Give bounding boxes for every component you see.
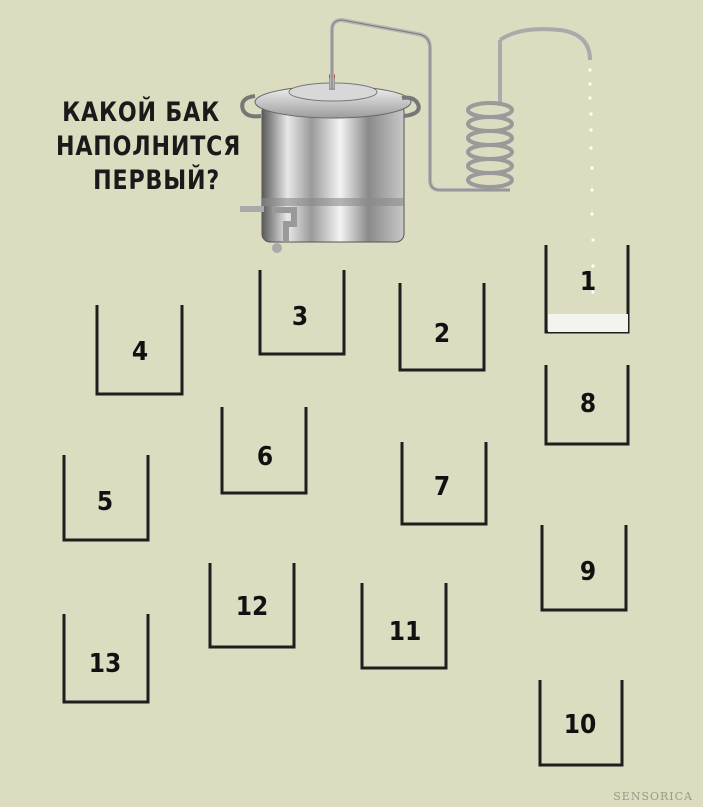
tank-5 <box>62 455 150 542</box>
pipe-inner-23 <box>446 648 540 762</box>
tank-label-7: 7 <box>434 472 450 502</box>
pipe-5 <box>482 370 546 386</box>
question-line-1: КАКОЙ БАК <box>62 97 220 128</box>
pipe-inner-21 <box>258 647 407 732</box>
pipe-inner-7 <box>40 318 97 686</box>
pipe-2 <box>344 298 400 332</box>
pipe-inner-10 <box>304 448 402 476</box>
tank-12 <box>208 563 296 649</box>
tank-3 <box>258 270 346 356</box>
pipe-inner-2 <box>344 298 400 332</box>
tank-label-2: 2 <box>434 319 450 349</box>
pipe-12 <box>622 402 662 732</box>
tank-label-9: 9 <box>580 557 596 587</box>
pipe-20 <box>114 647 254 722</box>
tank-9 <box>540 525 628 612</box>
pipe-3 <box>182 328 260 352</box>
tank-label-5: 5 <box>97 487 113 517</box>
tank-label-13: 13 <box>89 649 122 679</box>
pipe-inner-13 <box>518 428 546 532</box>
tank-label-12: 12 <box>236 592 269 622</box>
pipe-inner-5 <box>482 370 546 386</box>
tank-label-11: 11 <box>389 617 422 647</box>
liquid-fill <box>548 314 628 332</box>
pipe-22 <box>103 702 582 792</box>
pipe-19 <box>148 588 210 632</box>
tank-label-3: 3 <box>292 302 308 332</box>
tank-13 <box>62 614 150 704</box>
tank-6 <box>220 407 308 495</box>
tank-label-6: 6 <box>257 442 273 472</box>
pipe-inner-19 <box>148 588 210 632</box>
pipe-14 <box>598 578 642 625</box>
pipe-inner-14 <box>598 578 642 625</box>
pipe-21 <box>258 647 407 732</box>
pipe-inner-1 <box>484 298 546 352</box>
tank-10 <box>538 680 624 767</box>
pipe-inner-17 <box>446 596 540 682</box>
pipe-inner-22 <box>103 702 582 792</box>
pipe-inner-12 <box>622 402 662 732</box>
tank-7 <box>400 442 488 526</box>
question-title: КАКОЙ БАК НАПОЛНИТСЯ ПЕРВЫЙ? <box>56 96 242 198</box>
tank-label-1: 1 <box>580 267 596 297</box>
condenser-coil-icon <box>466 27 592 189</box>
pipe-inner-18 <box>294 598 362 622</box>
tank-8 <box>544 365 630 446</box>
watermark: SENSORICA <box>613 790 693 803</box>
tank-2 <box>398 283 486 372</box>
pipe-7 <box>40 318 97 686</box>
tank-11 <box>360 583 448 670</box>
pipe-inner-16 <box>622 608 650 717</box>
tank-4 <box>95 305 184 396</box>
pipe-16 <box>622 608 650 717</box>
tank-label-10: 10 <box>564 710 597 740</box>
pipe-17 <box>446 596 540 682</box>
pipe-1 <box>484 298 546 352</box>
pipe-23 <box>446 648 540 762</box>
question-line-3: ПЕРВЫЙ? <box>93 165 220 196</box>
pipe-inner-11 <box>486 416 546 502</box>
pipe-inner-9 <box>148 478 222 522</box>
pipe-13 <box>518 428 546 532</box>
pipe-18 <box>294 598 362 622</box>
question-line-2: НАПОЛНИТСЯ <box>56 131 242 162</box>
pipe-9 <box>148 478 222 522</box>
drip-stream <box>588 68 595 294</box>
pipe-inner-3 <box>182 328 260 352</box>
tank-label-8: 8 <box>580 389 596 419</box>
tank-label-4: 4 <box>132 337 148 367</box>
distiller-pot-icon <box>240 17 510 253</box>
pipe-inner-4 <box>304 354 442 386</box>
pipe-inner-20 <box>114 647 254 722</box>
pipe-inner-24 <box>418 668 560 772</box>
